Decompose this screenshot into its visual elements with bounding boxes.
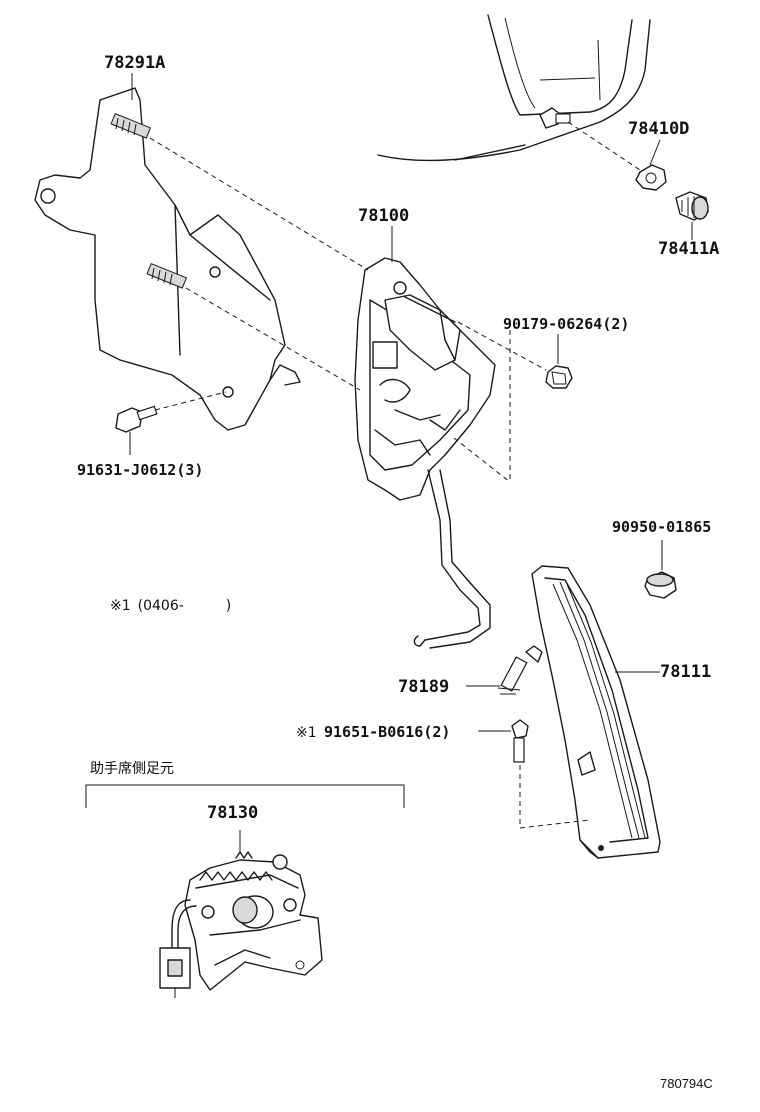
label-91631: 91631-J0612(3) [77, 461, 203, 479]
label-90950: 90950-01865 [612, 518, 711, 536]
pedal-pad-78111 [531, 565, 661, 859]
bolt-91631 [115, 405, 158, 455]
alignment-lines [149, 121, 641, 829]
label-78411A: 78411A [658, 239, 719, 259]
label-78130: 78130 [207, 803, 258, 823]
sensor-78130 [159, 830, 323, 998]
part-labels: 78291A 78410D 78411A 78100 90179-06264(2… [77, 53, 719, 823]
dashboard-outline [377, 14, 651, 162]
stopper-78410D [539, 107, 667, 191]
bolt-78189 [466, 645, 543, 695]
leader-lines [131, 73, 661, 262]
bracket-78291A [34, 87, 301, 431]
footnote-applicability: ※1 (0406- ) [110, 598, 231, 614]
notes: ※1 (0406- ) 助手席側足元 780794C [90, 598, 713, 1091]
label-78410D: 78410D [628, 119, 689, 139]
stud-upper [110, 112, 152, 139]
passenger-side-bracket [85, 784, 405, 808]
label-78189: 78189 [398, 677, 449, 697]
label-90179: 90179-06264(2) [503, 315, 629, 333]
label-78100: 78100 [358, 206, 409, 226]
pedal-assembly-78100 [354, 257, 496, 649]
stud-lower [146, 262, 188, 289]
label-78291A: 78291A [104, 53, 165, 73]
label-78111: 78111 [660, 662, 711, 682]
passenger-side-caption: 助手席側足元 [90, 761, 174, 777]
diagram-reference-code: 780794C [660, 1076, 713, 1091]
grommet-90950 [644, 540, 677, 599]
label-91651: 91651-B0616(2) [324, 723, 450, 741]
nut-90179 [545, 334, 573, 389]
bolt-91651 [478, 719, 529, 763]
label-91651-mark: ※1 [296, 725, 317, 741]
stopper-78411A [675, 191, 709, 240]
